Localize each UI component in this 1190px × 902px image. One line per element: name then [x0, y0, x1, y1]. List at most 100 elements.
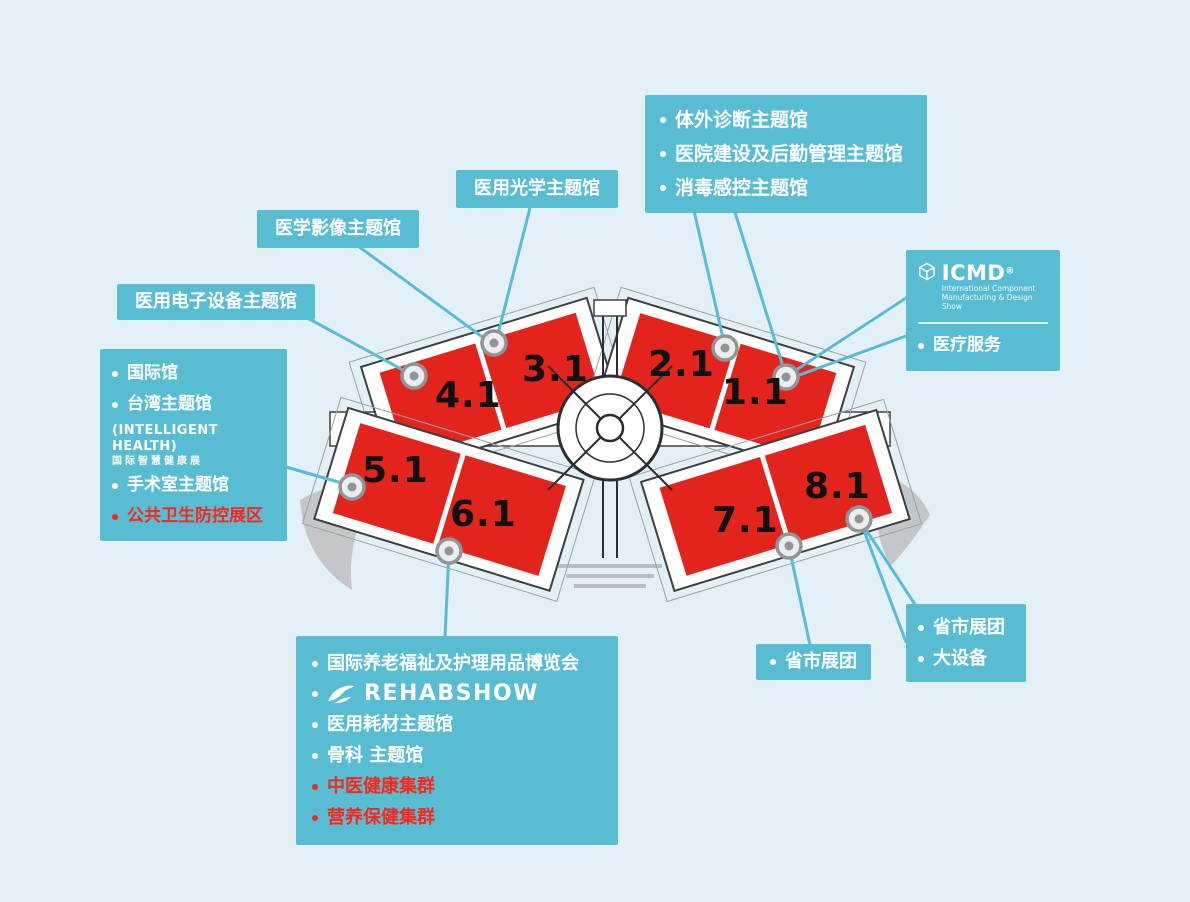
leader-topright-b: [731, 204, 788, 378]
central-hub: [547, 365, 673, 491]
hall-label-5-1: 5.1: [362, 450, 429, 491]
rehabshow-logo: REHABSHOW: [312, 679, 602, 709]
list-item: 省市展团: [770, 650, 857, 674]
leader-province-small: [787, 545, 812, 647]
bullet-icon: [312, 783, 318, 790]
label-electronics-hall: 医用电子设备主题馆: [135, 291, 297, 312]
list-item: 中医健康集群: [312, 771, 602, 802]
list-item: 国际养老福祉及护理用品博览会: [312, 648, 602, 679]
callout-left: 国际馆 台湾主题馆 (INTELLIGENT HEALTH) 国际智慧健康展 手…: [100, 349, 287, 541]
hall-label-4-1: 4.1: [435, 375, 502, 416]
label-province-groups-2: 省市展团: [933, 617, 1005, 638]
bullet-icon: [112, 482, 118, 489]
list-item: 医院建设及后勤管理主题馆: [660, 137, 912, 171]
label-elderly-care-expo: 国际养老福祉及护理用品博览会: [327, 653, 579, 674]
list-item: 手术室主题馆: [112, 470, 275, 501]
list-item: 医用耗材主题馆: [312, 709, 602, 740]
bullet-icon: [112, 401, 118, 408]
bullet-icon: [660, 117, 666, 123]
rehabshow-wordmark: REHABSHOW: [364, 681, 539, 706]
bullet-icon: [312, 752, 318, 759]
hall-marker-3-1: [480, 329, 508, 357]
label-imaging-hall: 医学影像主题馆: [275, 218, 401, 239]
intelligent-health-wordmark: (INTELLIGENT HEALTH): [112, 423, 219, 454]
label-optics-hall: 医用光学主题馆: [474, 178, 600, 199]
list-item: 消毒感控主题馆: [660, 171, 912, 205]
label-ivd-hall: 体外诊断主题馆: [675, 109, 809, 131]
icmd-subtitle-1: International Component: [941, 284, 1036, 293]
bullet-icon: [918, 624, 924, 631]
list-item: 公共卫生防控展区: [112, 501, 275, 532]
list-item: 体外诊断主题馆: [660, 103, 912, 137]
hall-7-1-shape: [659, 457, 787, 576]
list-item: 省市展团: [918, 612, 1014, 643]
bullet-icon: [112, 513, 118, 520]
label-international-hall: 国际馆: [127, 363, 178, 383]
rehabshow-leaf-icon: [328, 685, 354, 704]
hall-label-2-1: 2.1: [648, 344, 715, 385]
list-item: 医疗服务: [918, 330, 1048, 361]
leader-icmd-a: [788, 296, 908, 376]
bullet-icon: [312, 814, 318, 821]
list-item: 营养保健集群: [312, 802, 602, 833]
hall-6-1-shape: [438, 455, 566, 576]
bullet-icon: [112, 370, 118, 377]
icmd-wordmark: ICMD: [941, 261, 1006, 285]
label-taiwan-hall: 台湾主题馆: [127, 394, 212, 414]
hall-label-1-1: 1.1: [722, 372, 789, 413]
divider: [918, 322, 1048, 324]
label-province-groups: 省市展团: [785, 651, 857, 672]
label-disinfection-hall: 消毒感控主题馆: [675, 177, 809, 199]
label-hospital-construction-hall: 医院建设及后勤管理主题馆: [675, 143, 904, 165]
bullet-icon: [660, 151, 666, 157]
hall-marker-1-1: [772, 363, 800, 391]
leader-optics: [494, 202, 533, 344]
hall-5-1-shape: [332, 423, 461, 544]
leader-rightbottom-a: [857, 517, 918, 608]
intelligent-health-logo: (INTELLIGENT HEALTH) 国际智慧健康展: [112, 420, 275, 470]
bullet-icon: [918, 342, 924, 349]
label-medical-services: 医疗服务: [933, 335, 1001, 355]
hall-label-6-1: 6.1: [450, 494, 517, 535]
callout-bottom: 国际养老福祉及护理用品博览会 REHABSHOW 医用耗材主题馆 骨科 主题馆 …: [296, 636, 618, 845]
hall-marker-7-1: [775, 532, 803, 560]
callout-imaging: 医学影像主题馆: [257, 210, 419, 248]
icmd-cube-icon: [919, 262, 935, 281]
leader-lines: [284, 202, 918, 647]
list-item: 大设备: [918, 643, 1014, 674]
list-item: 台湾主题馆: [112, 389, 275, 420]
bullet-icon: [312, 691, 318, 697]
bullet-icon: [770, 659, 776, 665]
label-public-health-zone: 公共卫生防控展区: [127, 506, 263, 526]
intelligent-health-subtitle: 国际智慧健康展: [112, 456, 203, 467]
north-gate: [593, 299, 627, 317]
hall-label-7-1: 7.1: [712, 500, 779, 541]
registered-mark: ®: [1005, 266, 1015, 277]
label-operating-room-hall: 手术室主题馆: [127, 475, 229, 495]
bullet-icon: [312, 660, 318, 667]
wing-southwest: [301, 396, 597, 602]
callout-right-bottom: 省市展团 大设备: [906, 604, 1026, 682]
callout-icmd: ICMD® International Component Manufactur…: [906, 250, 1060, 371]
hall-marker-4-1: [400, 362, 428, 390]
label-large-equipment: 大设备: [933, 648, 987, 669]
label-nutrition-cluster: 营养保健集群: [327, 807, 435, 828]
icmd-subtitle-2: Manufacturing & Design Show: [941, 293, 1033, 311]
bullet-icon: [918, 655, 924, 662]
hall-marker-5-1: [338, 473, 366, 501]
bullet-icon: [312, 721, 318, 728]
callout-province-small: 省市展团: [756, 644, 871, 680]
callout-optics: 医用光学主题馆: [456, 170, 618, 208]
label-orthopedics-hall: 骨科 主题馆: [327, 745, 424, 766]
callout-electronics: 医用电子设备主题馆: [117, 284, 315, 320]
hall-label-8-1: 8.1: [804, 466, 871, 507]
leader-imaging: [356, 244, 494, 346]
leader-rightbottom-b: [858, 518, 908, 644]
list-item: 国际馆: [112, 358, 275, 389]
leader-topright-a: [691, 204, 727, 349]
leader-electronics: [298, 312, 416, 378]
list-item: 骨科 主题馆: [312, 740, 602, 771]
hall-label-3-1: 3.1: [522, 349, 589, 390]
